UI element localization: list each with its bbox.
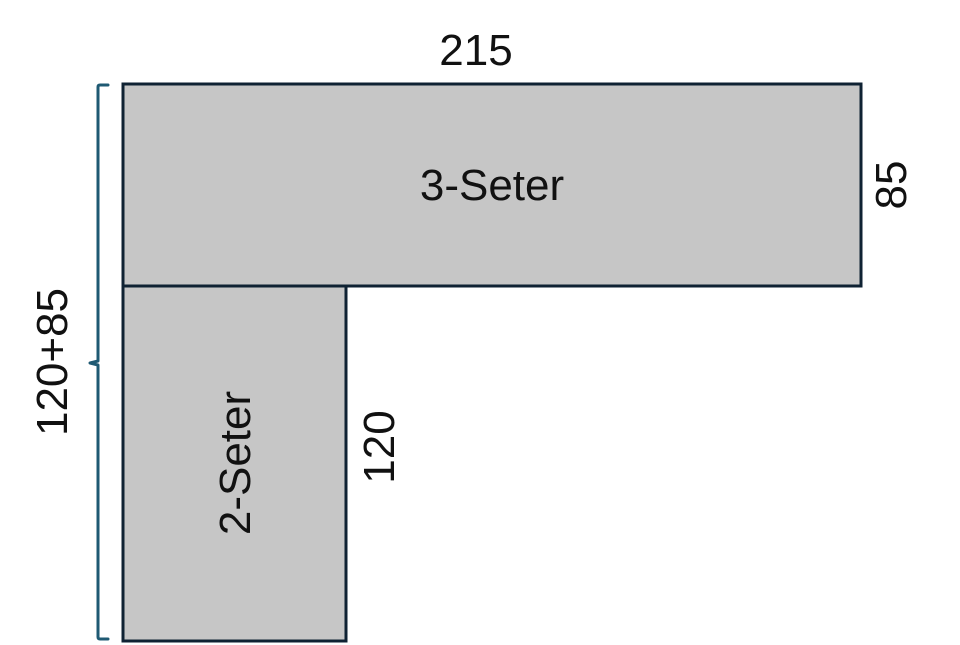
dimension-top-width: 215 — [439, 26, 513, 75]
three-seater-label: 3-Seter — [419, 161, 565, 210]
two-seater-shape — [121, 284, 348, 643]
left-dimension-bracket — [88, 83, 110, 641]
dimension-right-height: 85 — [867, 160, 916, 210]
dimension-left-total: 120+85 — [28, 287, 77, 437]
three-seater-shape — [121, 82, 863, 288]
two-seater-label: 2-Seter — [211, 390, 260, 536]
dimension-inner-height: 120 — [355, 410, 404, 484]
